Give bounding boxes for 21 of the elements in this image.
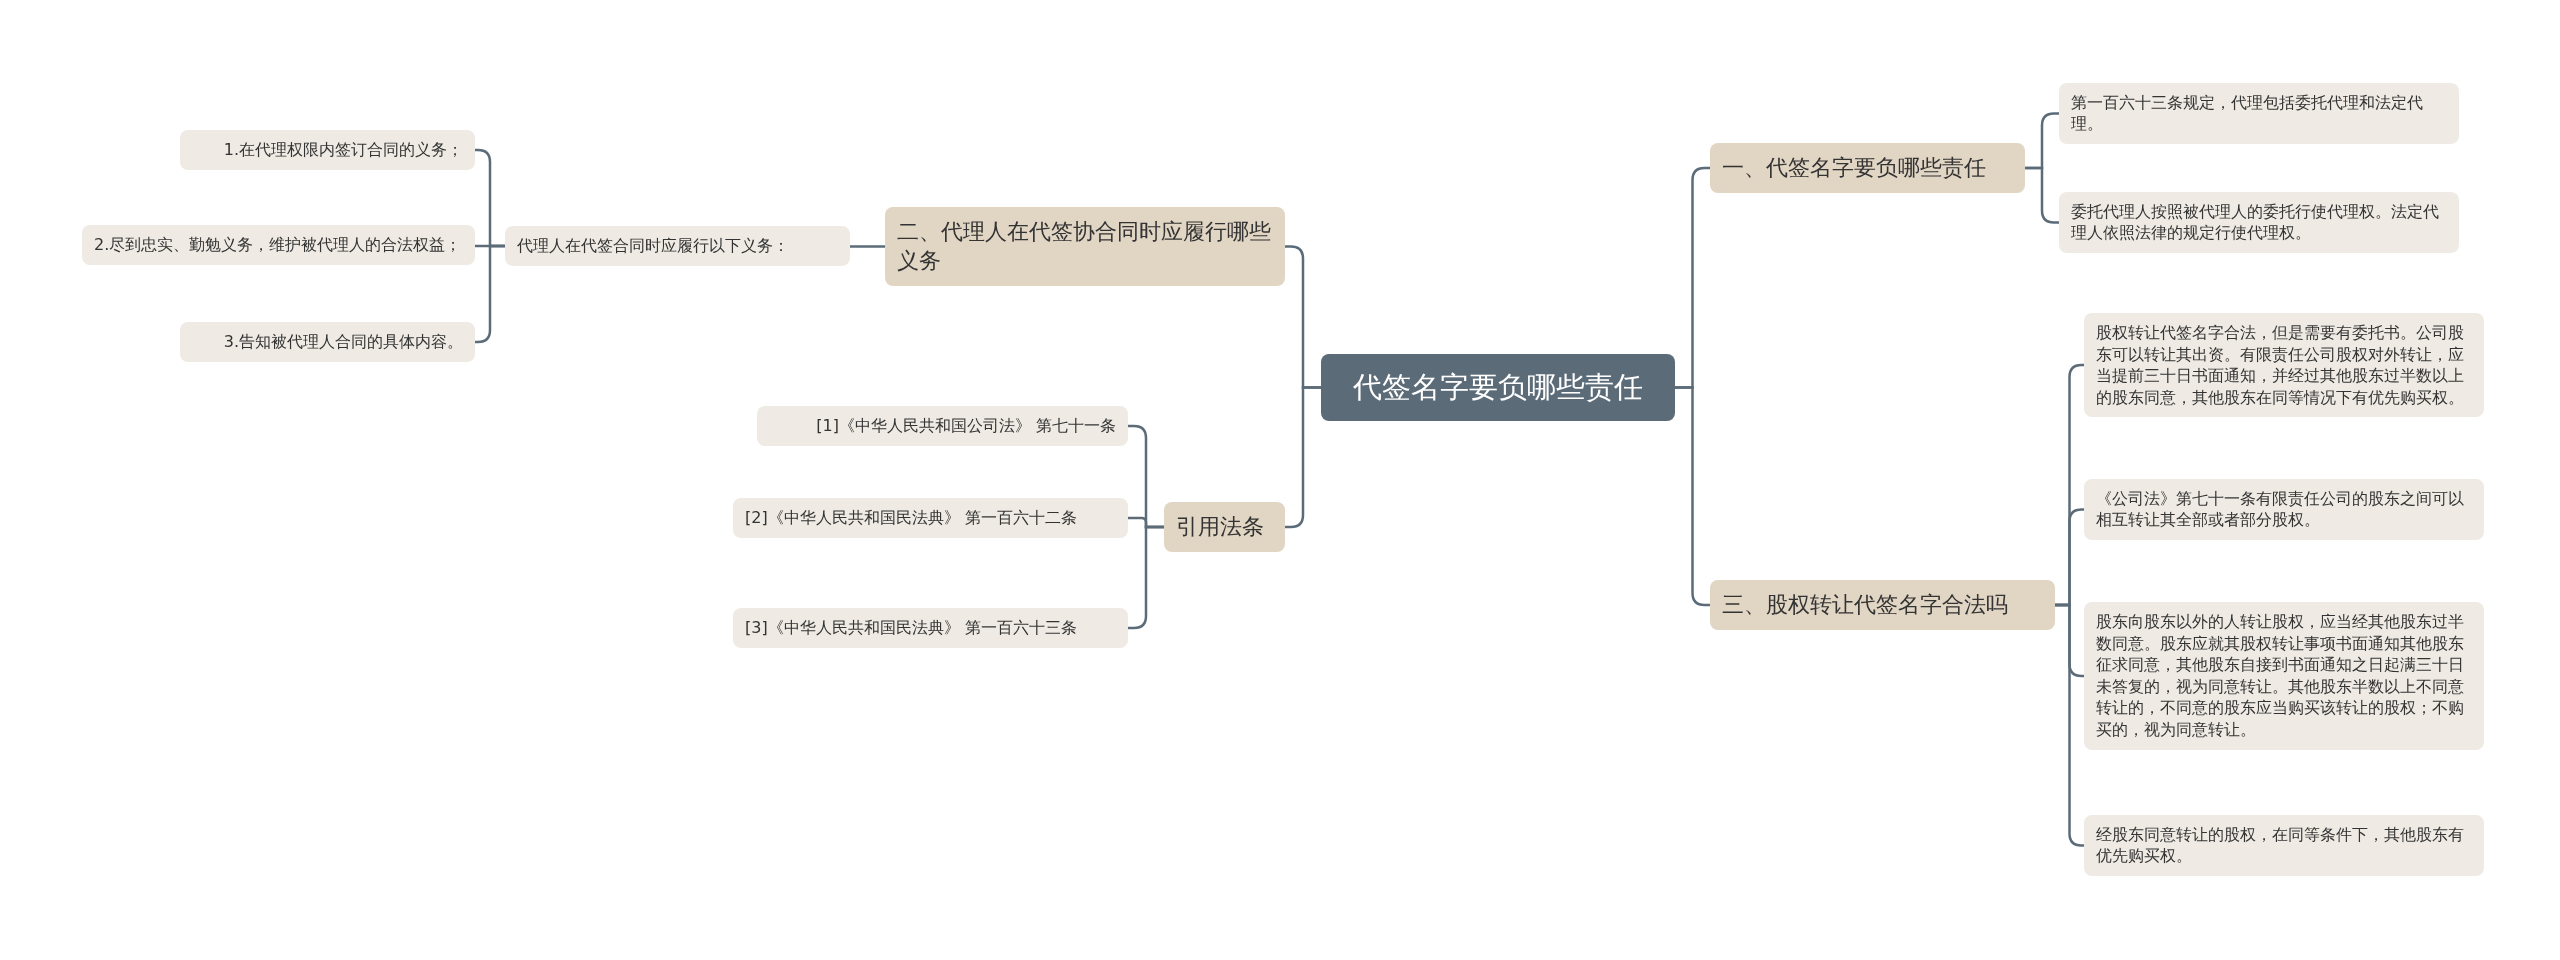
subtopic-box: 第一百六十三条规定，代理包括委托代理和法定代理。 <box>2059 82 2459 144</box>
subtopic-box: 3.告知被代理人合同的具体内容。 <box>180 322 475 362</box>
subtopic-box: 1.在代理权限内签订合同的义务； <box>180 130 475 170</box>
connector-line <box>475 244 505 344</box>
subtopic-box: [1]《中华人民共和国公司法》 第七十一条 <box>757 406 1128 446</box>
topic-box: 二、代理人在代签协合同时应履行哪些义务 <box>885 206 1285 286</box>
subtopic-box: 2.尽到忠实、勤勉义务，维护被代理人的合法权益； <box>82 225 475 265</box>
subtopic-box: [2]《中华人民共和国民法典》 第一百六十二条 <box>733 498 1128 538</box>
subtopic-box: 股东向股东以外的人转让股权，应当经其他股东过半数同意。股东应就其股权转让事项书面通知其他股东征求同意，其他股东自接到书面通知之日起满三十日未答复的，视为同意转让。其他股东半数以上不同意转让的，不同意的股东应当购买该转让的股权；不购买的，视为同意转让。 <box>2084 602 2484 750</box>
topic-box: 一、代签名字要负哪些责任 <box>1710 143 2025 193</box>
subtopic-box: [3]《中华人民共和国民法典》 第一百六十三条 <box>733 608 1128 648</box>
central-topic: 代签名字要负哪些责任 <box>1321 353 1675 421</box>
connector-line <box>850 245 885 248</box>
topic-box: 三、股权转让代签名字合法吗 <box>1710 580 2055 630</box>
topic-box: 引用法条 <box>1164 502 1285 552</box>
subtopic-box: 股权转让代签名字合法，但是需要有委托书。公司股东可以转让其出资。有限责任公司股权对外转让，应当提前三十日书面通知，并经过其他股东过半数以上的股东同意，其他股东在同等情况下有优先购买权。 <box>2084 313 2484 418</box>
subtopic-box: 《公司法》第七十一条有限责任公司的股东之间可以相互转让其全部或者部分股权。 <box>2084 478 2484 540</box>
connector-line <box>2055 603 2084 847</box>
subtopic-box: 经股东同意转让的股权，在同等条件下，其他股东有优先购买权。 <box>2084 814 2484 876</box>
subtopic-box: 委托代理人按照被代理人的委托行使代理权。法定代理人依照法律的规定行使代理权。 <box>2059 191 2459 253</box>
subtopic-box: 代理人在代签合同时应履行以下义务： <box>505 226 850 266</box>
